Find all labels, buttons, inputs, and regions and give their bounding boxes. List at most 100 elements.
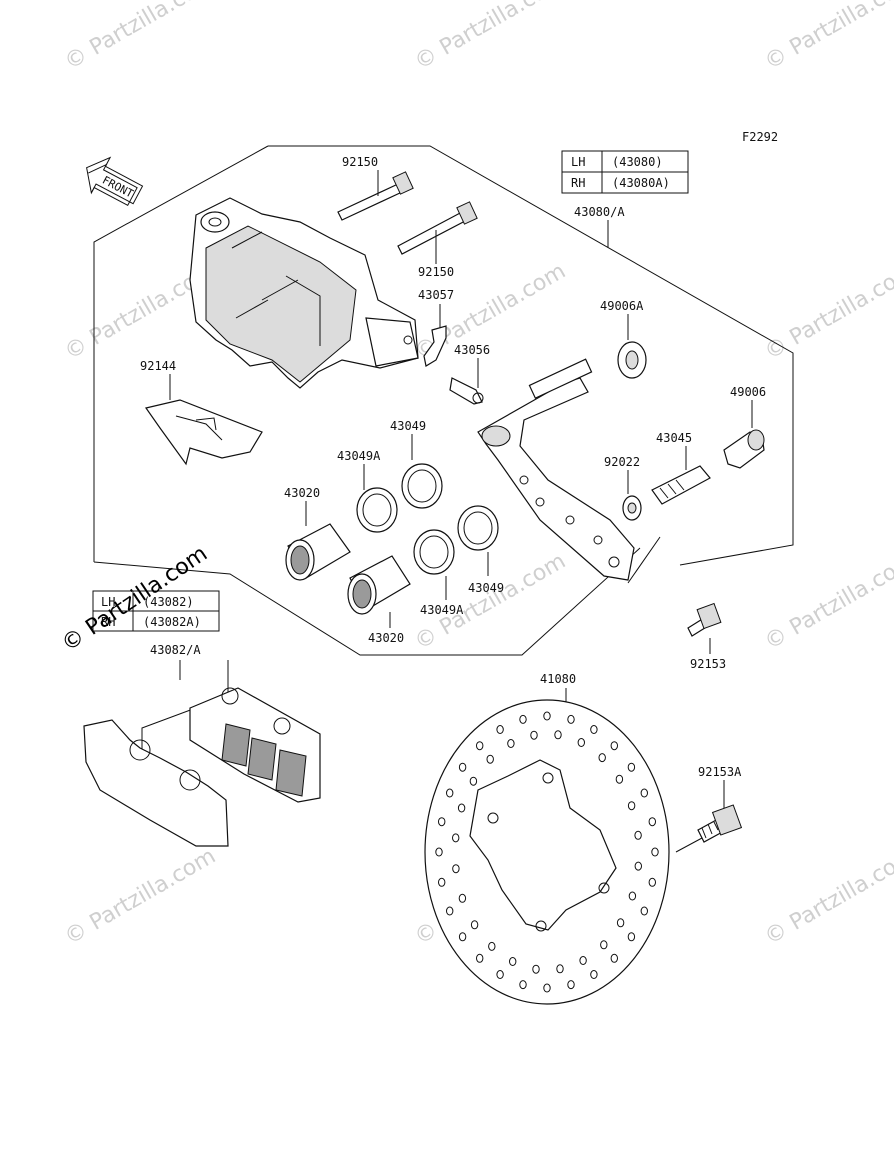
disc-vent-hole bbox=[458, 804, 464, 812]
disc-vent-hole bbox=[611, 742, 617, 750]
disc-vent-hole bbox=[453, 834, 459, 842]
boot-49006a bbox=[618, 342, 646, 378]
disc-vent-hole bbox=[635, 831, 641, 839]
label-92153: 92153 bbox=[690, 657, 726, 671]
watermark-text: © Partzilla.com bbox=[61, 0, 221, 75]
disc-vent-hole bbox=[629, 892, 635, 900]
piston-43020-bottom bbox=[348, 556, 410, 614]
label-43049-top: 43049 bbox=[390, 419, 426, 433]
brake-pads bbox=[84, 688, 320, 846]
label-43056: 43056 bbox=[454, 343, 490, 357]
watermark-text: © Partzilla.com bbox=[761, 549, 894, 656]
caliper-bolt-mid: 92150 bbox=[398, 202, 477, 279]
disc-vent-hole bbox=[628, 802, 634, 810]
watermark-text: © Partzilla.com bbox=[761, 259, 894, 366]
disc-vent-hole bbox=[649, 818, 655, 826]
disc-vent-hole bbox=[591, 726, 597, 734]
disc-vent-hole bbox=[453, 865, 459, 873]
label-43049a-bottom: 43049A bbox=[420, 603, 464, 617]
disc-vent-hole bbox=[508, 740, 514, 748]
label-92150-mid: 92150 bbox=[418, 265, 454, 279]
disc-vent-hole bbox=[477, 742, 483, 750]
disc-vent-hole bbox=[649, 878, 655, 886]
disc-vent-hole bbox=[628, 763, 634, 771]
disc-vent-hole bbox=[641, 907, 647, 915]
disc-vent-hole bbox=[628, 933, 634, 941]
bolt-92153 bbox=[688, 604, 721, 636]
disc-vent-hole bbox=[489, 942, 495, 950]
caliper-table-side: LH bbox=[571, 155, 585, 169]
label-92150-top: 92150 bbox=[342, 155, 378, 169]
disc-vent-hole bbox=[616, 775, 622, 783]
caliper-bolt-top: 92150 bbox=[338, 155, 413, 220]
disc-vent-hole bbox=[601, 941, 607, 949]
brake-disc bbox=[425, 700, 669, 1004]
label-92144: 92144 bbox=[140, 359, 176, 373]
disc-vent-hole bbox=[557, 965, 563, 973]
disc-vent-hole bbox=[439, 878, 445, 886]
caliper-table-part: (43080) bbox=[612, 155, 663, 169]
seal-43049-bottom bbox=[458, 506, 498, 550]
label-43020-top: 43020 bbox=[284, 486, 320, 500]
caliper-table-side: RH bbox=[571, 176, 585, 190]
seal-43049-top bbox=[402, 464, 442, 508]
label-41080: 41080 bbox=[540, 672, 576, 686]
disc-vent-hole bbox=[591, 971, 597, 979]
figure-code: F2292 bbox=[742, 130, 778, 144]
label-92153a: 92153A bbox=[698, 765, 742, 779]
seal-43049a-bottom bbox=[414, 530, 454, 574]
label-49006a: 49006A bbox=[600, 299, 644, 313]
pin-43045 bbox=[652, 466, 710, 504]
disc-vent-hole bbox=[470, 777, 476, 785]
disc-vent-hole bbox=[447, 907, 453, 915]
disc-vent-hole bbox=[635, 862, 641, 870]
disc-vent-hole bbox=[641, 789, 647, 797]
disc-vent-hole bbox=[531, 731, 537, 739]
disc-vent-hole bbox=[533, 965, 539, 973]
front-arrow-icon: FRONT bbox=[77, 150, 147, 213]
caliper-body bbox=[190, 198, 418, 388]
disc-vent-hole bbox=[652, 848, 658, 856]
disc-vent-hole bbox=[520, 981, 526, 989]
disc-vent-hole bbox=[477, 954, 483, 962]
disc-vent-hole bbox=[497, 726, 503, 734]
disc-vent-hole bbox=[510, 958, 516, 966]
disc-vent-hole bbox=[617, 919, 623, 927]
disc-vent-hole bbox=[447, 789, 453, 797]
disc-vent-hole bbox=[568, 981, 574, 989]
disc-vent-hole bbox=[497, 971, 503, 979]
label-43020-bottom: 43020 bbox=[368, 631, 404, 645]
disc-vent-hole bbox=[436, 848, 442, 856]
disc-vent-hole bbox=[580, 957, 586, 965]
disc-vent-hole bbox=[487, 755, 493, 763]
boot-49006 bbox=[724, 430, 764, 468]
disc-vent-hole bbox=[544, 984, 550, 992]
label-92022: 92022 bbox=[604, 455, 640, 469]
watermark-text: © Partzilla.com bbox=[61, 844, 221, 951]
label-43080-a: 43080/A bbox=[574, 205, 625, 219]
label-43049a-top: 43049A bbox=[337, 449, 381, 463]
seal-43049a-top bbox=[357, 488, 397, 532]
disc-vent-hole bbox=[471, 921, 477, 929]
bolt-92153a bbox=[676, 805, 741, 852]
disc-vent-hole bbox=[544, 712, 550, 720]
disc-vent-hole bbox=[459, 933, 465, 941]
caliper-bracket bbox=[478, 359, 634, 580]
pad-spring bbox=[146, 400, 262, 464]
disc-vent-hole bbox=[439, 818, 445, 826]
label-43045: 43045 bbox=[656, 431, 692, 445]
label-43049-bottom: 43049 bbox=[468, 581, 504, 595]
disc-vent-hole bbox=[568, 715, 574, 723]
watermark-text: © Partzilla.com bbox=[761, 0, 894, 75]
piston-43020-top bbox=[286, 524, 350, 580]
disc-vent-hole bbox=[611, 954, 617, 962]
label-43057: 43057 bbox=[418, 288, 454, 302]
disc-vent-hole bbox=[520, 715, 526, 723]
watermark-text: © Partzilla.com bbox=[761, 844, 894, 951]
watermark-text: © Partzilla.com bbox=[411, 0, 571, 75]
disc-vent-hole bbox=[555, 731, 561, 739]
disc-vent-hole bbox=[599, 754, 605, 762]
disc-vent-hole bbox=[578, 739, 584, 747]
